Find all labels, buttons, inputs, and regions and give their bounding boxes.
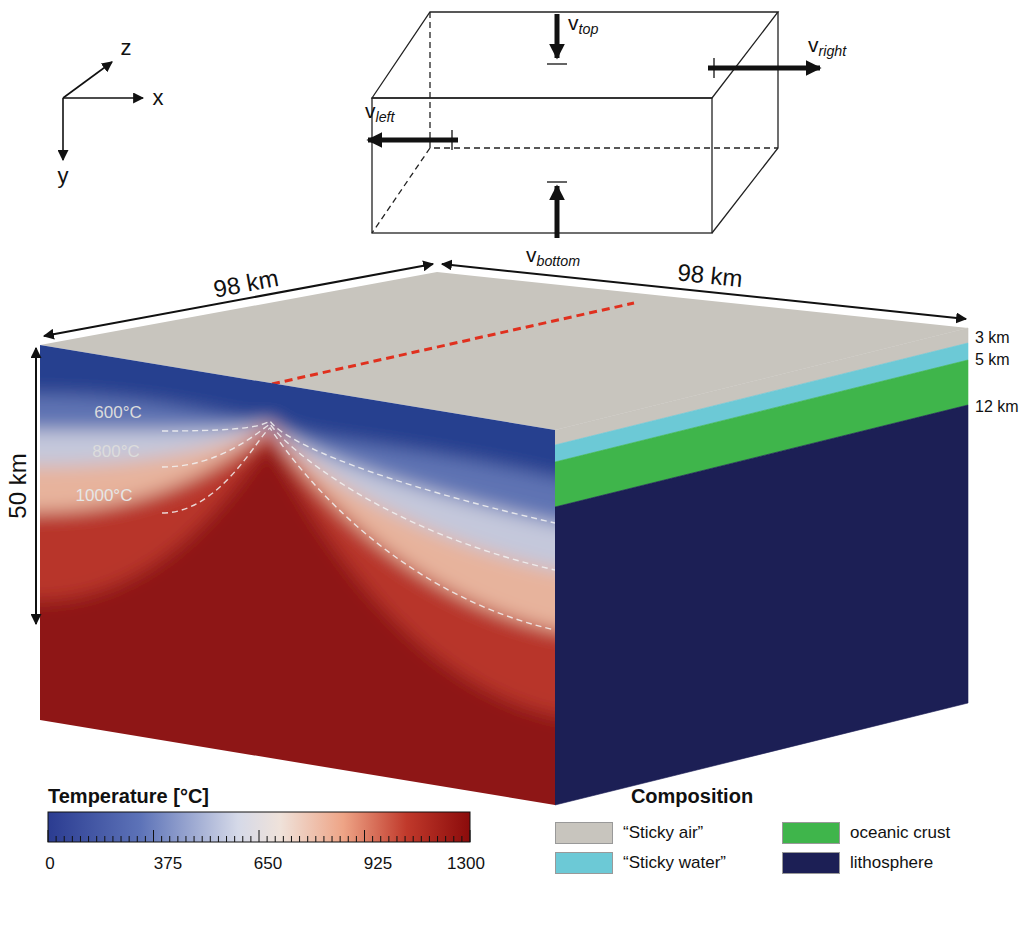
legend-text: “Sticky air” <box>623 824 703 843</box>
dimension-label: 98 km <box>211 265 280 303</box>
legend-swatch <box>555 852 613 874</box>
isotherm-line <box>162 428 555 630</box>
model-block <box>0 272 968 860</box>
legend-text: lithosphere <box>850 854 933 873</box>
axis-label: z <box>121 36 132 60</box>
dimension-label: 98 km <box>676 259 744 292</box>
thickness-label: 3 km <box>975 329 1010 347</box>
tick-label: 925 <box>364 855 392 874</box>
legend-text: “Sticky water” <box>623 854 726 873</box>
legend-swatch <box>555 822 613 844</box>
legend-title: Composition <box>631 785 753 807</box>
isotherm-line <box>162 421 555 523</box>
velocity-label: vbottom <box>526 243 580 270</box>
isotherm-line <box>162 424 555 570</box>
tick-label: 650 <box>254 855 282 874</box>
velocity-label: vtop <box>568 11 598 38</box>
tick-label: 375 <box>154 855 182 874</box>
dimension-arrows <box>36 264 966 624</box>
velocity-label: vleft <box>365 99 395 126</box>
legend-swatch <box>782 822 840 844</box>
thickness-label: 5 km <box>975 351 1010 369</box>
legend-swatch <box>782 852 840 874</box>
boundary-box <box>372 12 778 233</box>
isotherm-label: 600°C <box>94 404 141 423</box>
temperature-field <box>0 300 640 860</box>
axis-label: x <box>153 86 164 110</box>
isotherm-label: 1000°C <box>76 487 133 506</box>
thickness-label: 12 km <box>975 398 1019 416</box>
axis-label: y <box>58 164 69 188</box>
velocity-arrows <box>368 14 820 238</box>
velocity-label: vright <box>808 33 846 60</box>
tick-label: 1300 <box>447 855 485 874</box>
layer-band <box>555 405 968 805</box>
axis-icon <box>63 62 143 160</box>
tick-label: 0 <box>45 855 54 874</box>
legend-text: oceanic crust <box>850 824 950 843</box>
ridge-axis <box>272 303 634 384</box>
colorbar <box>48 812 470 842</box>
dimension-label: 50 km <box>5 453 31 518</box>
isotherm-label: 800°C <box>92 443 139 462</box>
legend-title: Temperature [°C] <box>48 785 209 807</box>
